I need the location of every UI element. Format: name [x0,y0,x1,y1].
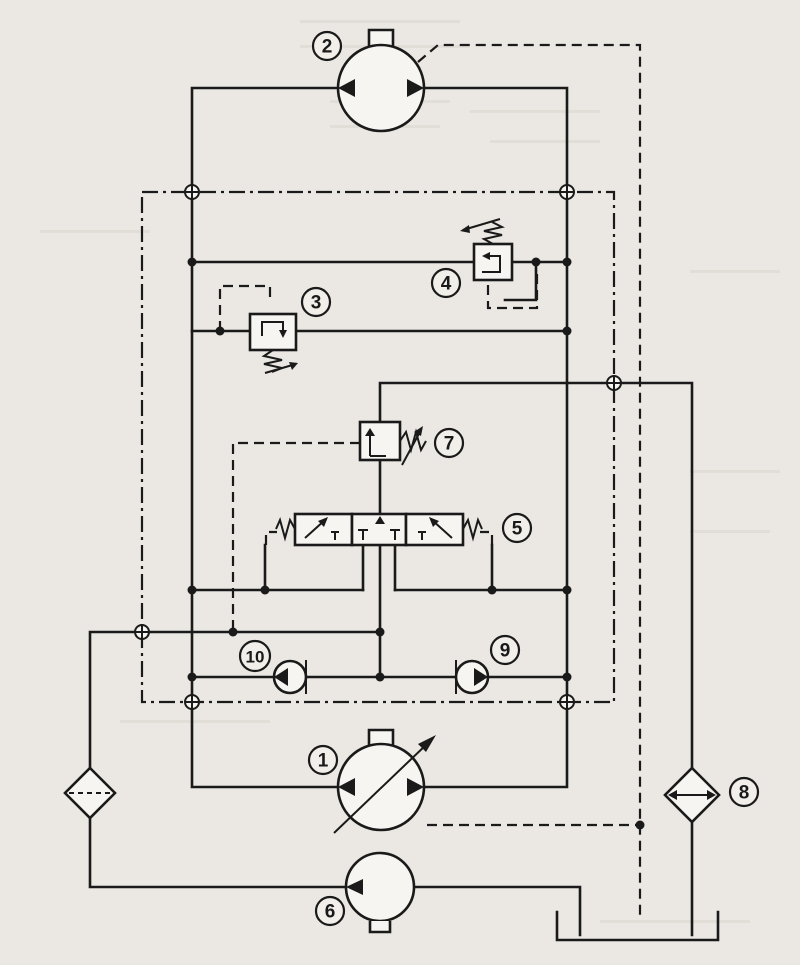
case-drain-boundary [140,190,616,704]
callout-5-text: 5 [512,519,523,540]
crossing-mark [559,694,575,710]
callout-3-text: 3 [311,293,322,314]
crossing-mark [134,624,150,640]
relief-valve-left [248,312,298,374]
filter [63,766,117,820]
callout-2: 2 [311,30,343,62]
callout-9: 9 [489,634,521,666]
line-crossings [134,184,622,710]
callout-2-text: 2 [322,37,333,58]
callout-7: 7 [433,427,465,459]
relief-valve-right [460,218,514,282]
callout-9-text: 9 [500,641,511,662]
crossing-mark [184,694,200,710]
hydraulic-motor [336,28,426,133]
callout-3: 3 [300,286,332,318]
cooler [663,766,721,824]
callout-5: 5 [501,512,533,544]
pilot-lines [218,43,642,915]
crossing-mark [606,375,622,391]
check-valve-left [272,659,308,695]
callout-4: 4 [430,267,462,299]
pressure-valve [358,420,427,466]
variable-pump [333,728,436,834]
directional-valve [275,512,483,547]
crossing-mark [559,184,575,200]
charge-pump [344,851,416,934]
check-valve-right [454,659,490,695]
callout-4-text: 4 [441,274,452,295]
callout-10: 10 [238,639,272,673]
callout-8-text: 8 [739,783,750,804]
callout-8: 8 [728,776,760,808]
callout-6: 6 [314,895,346,927]
callout-1: 1 [307,744,339,776]
callout-6-text: 6 [325,902,336,923]
junction-dots [187,257,645,830]
callout-10-text: 10 [246,648,265,667]
callout-7-text: 7 [444,434,455,455]
callout-1-text: 1 [318,751,329,772]
crossing-mark [184,184,200,200]
